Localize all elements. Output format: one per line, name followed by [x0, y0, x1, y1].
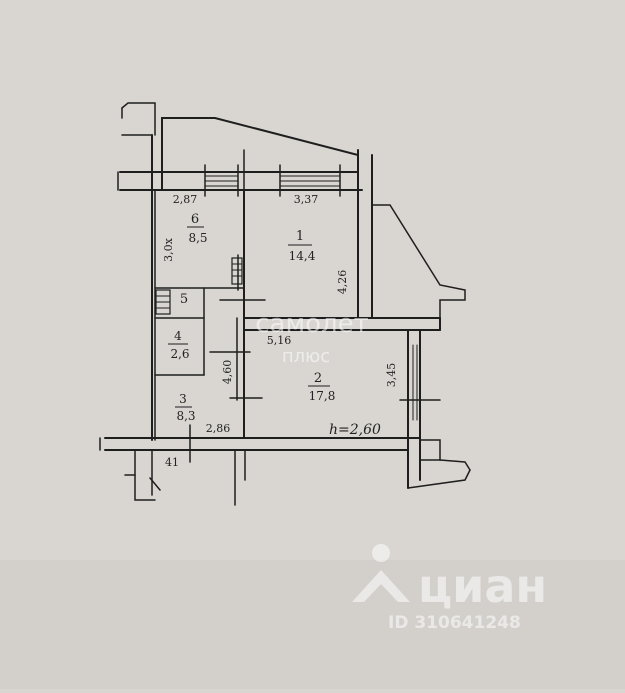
room-6-number: 6 [191, 212, 199, 227]
vent-shaft-1-hatch [155, 295, 171, 309]
window-room-6 [204, 175, 239, 187]
vent-shaft-2-hatch [231, 263, 243, 277]
paper-shadow [0, 560, 625, 689]
vent-shaft-2 [231, 257, 243, 285]
dim-hall-width: 2,86 [206, 422, 231, 435]
dim-hall-length: 4,60 [221, 360, 234, 385]
dim-room1-width: 3,37 [294, 193, 319, 206]
section-marks-2 [124, 474, 161, 491]
cian-house-icon [352, 544, 410, 602]
dim-entrance: 41 [165, 456, 179, 469]
room-1-number: 1 [296, 229, 304, 244]
window-room-1-frame [279, 164, 341, 197]
dim-room2-width: 5,16 [267, 334, 292, 347]
ceiling-height: h=2,60 [329, 422, 381, 438]
dim-room6-width: 2,87 [173, 193, 198, 206]
wall-bottom-right [407, 469, 471, 489]
room-2-number: 2 [314, 371, 322, 386]
dim-room1-depth: 4,26 [336, 270, 349, 295]
wall-lines [99, 102, 471, 506]
dimension-labels: 2,87 3,37 3,0x 4,26 5,16 3,45 4,60 2,86 … [162, 193, 398, 469]
dim-room2-depth: 3,45 [385, 363, 398, 388]
room-labels: 6 8,5 1 14,4 5 4 2,6 2 17,8 3 8,3 [168, 212, 335, 423]
room-4-area: 2,6 [170, 347, 189, 361]
room-6-area: 8,5 [188, 231, 207, 245]
room-1-area: 14,4 [289, 249, 316, 263]
room-4-number: 4 [174, 329, 182, 343]
wall-bottom-right-2 [439, 459, 471, 471]
samolet-sub-text: плюс [282, 346, 330, 367]
room-3-number: 3 [179, 392, 187, 406]
cian-watermark: циан ID 310641248 [352, 544, 547, 633]
samolet-logo-text: самолет [255, 309, 369, 339]
samolet-watermark: самолет плюс [255, 309, 369, 367]
cian-logo-text: циан [418, 559, 547, 613]
window-room-1 [279, 175, 341, 187]
dim-room6-depth: 3,0x [162, 237, 175, 261]
cian-id-text: ID 310641248 [388, 613, 521, 633]
balcony-outline [371, 204, 466, 331]
wall-bottom-stub-3 [234, 449, 246, 506]
wall-top-stub [121, 102, 156, 136]
room-3-area: 8,3 [176, 409, 195, 423]
window-room-2 [412, 344, 418, 421]
room-5-number: 5 [180, 292, 188, 307]
wall-room2-corner [419, 439, 441, 461]
section-marks [99, 107, 123, 451]
wall-bottom-stub [134, 449, 156, 501]
room-2-area: 17,8 [309, 389, 336, 403]
